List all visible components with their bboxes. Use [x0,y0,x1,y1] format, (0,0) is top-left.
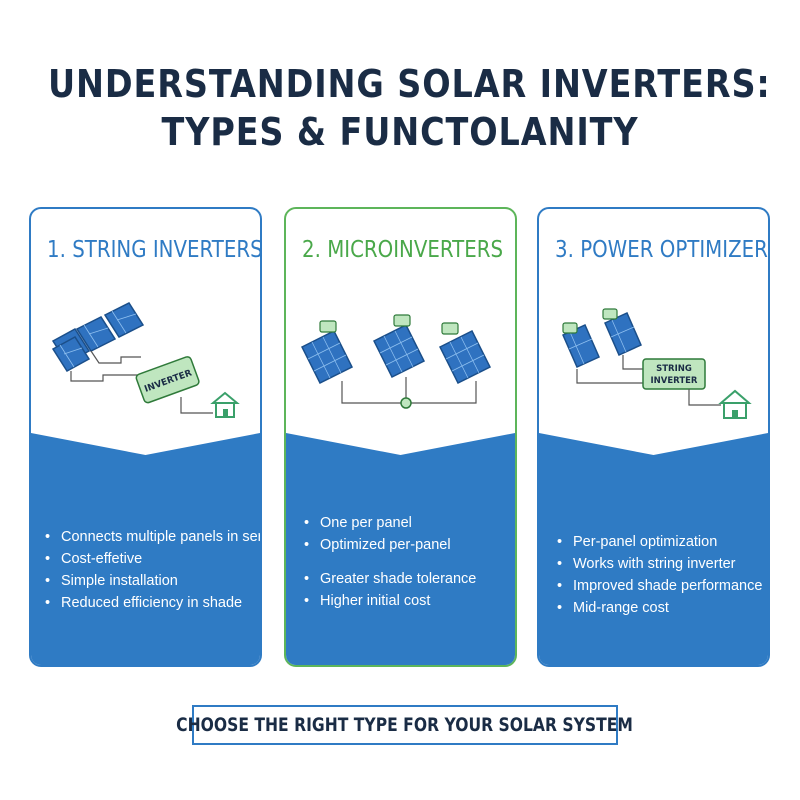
card-string-inverters: 1. STRING INVERTERS INVERTER [29,207,262,667]
string-inverter-box: STRING INVERTER [642,358,706,390]
title-line-2: TYPES & FUNCTOLANITY [161,110,639,154]
microinverter-box [319,320,337,333]
solar-panel-icon [300,329,354,385]
card-heading: 3. POWER OPTIMIZERS [555,237,770,263]
bullet-item: Mid-range cost [557,597,768,619]
card-power-optimizers: 3. POWER OPTIMIZERS STRING INVERTER Per- [537,207,770,667]
microinverter-box [393,314,411,327]
string-inverter-label-line1: STRING [656,364,692,374]
bullet-item: Simple installation [45,570,260,592]
bullet-item: Cost-effetive [45,548,260,570]
power-optimizer-diagram: STRING INVERTER [562,308,752,419]
string-inverter-diagram: INVERTER [51,302,240,418]
card-bullet-list: Connects multiple panels in series Cost-… [45,526,260,614]
card-heading: 1. STRING INVERTERS [47,237,262,263]
solar-panel-icon [75,316,117,352]
card-microinverters: 2. MICROINVERTERS One [284,207,517,667]
bullet-item: Connects multiple panels in series [45,526,260,548]
call-to-action-text: CHOOSE THE RIGHT TYPE FOR YOUR SOLAR SYS… [176,714,634,736]
optimizer-box [562,322,578,334]
solar-panel-icon [103,302,145,338]
call-to-action-banner: CHOOSE THE RIGHT TYPE FOR YOUR SOLAR SYS… [177,705,633,745]
solar-panel-icon [438,329,492,385]
house-icon [210,391,240,418]
solar-panel-icon [51,336,91,372]
solar-panel-icon [604,312,642,356]
card-bullet-list: Per-panel optimization Works with string… [557,531,768,619]
bullet-item: One per panel [304,512,515,534]
bullet-item: Reduced efficiency in shade [45,592,260,614]
house-icon [718,389,752,419]
junction-node [400,397,412,409]
microinverter-box [441,322,459,335]
bullet-item: Higher initial cost [304,590,515,612]
solar-panel-icon [562,324,600,368]
title-line-1: UNDERSTANDING SOLAR INVERTERS: [48,62,771,106]
card-bullet-list: One per panel Optimized per-panel Greate… [304,512,515,612]
bullet-item: Improved shade performance [557,575,768,597]
page-title: UNDERSTANDING SOLAR INVERTERS: TYPES & F… [48,60,771,156]
solar-panel-icon [372,323,426,379]
optimizer-box [602,308,618,320]
bullet-item: Greater shade tolerance [304,568,515,590]
bullet-item: Optimized per-panel [304,534,515,556]
bullet-item: Works with string inverter [557,553,768,575]
microinverter-diagram [300,314,492,409]
card-heading: 2. MICROINVERTERS [302,237,504,263]
bullet-item: Per-panel optimization [557,531,768,553]
string-inverter-label-line2: INVERTER [651,376,698,386]
inverter-box: INVERTER [135,356,200,404]
